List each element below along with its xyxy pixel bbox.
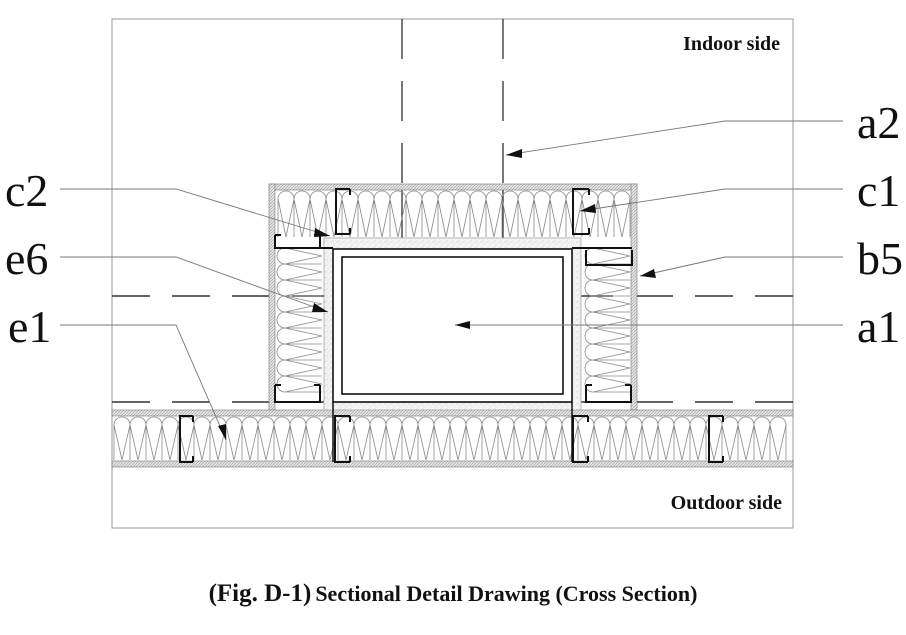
c-stud-side-left-top xyxy=(274,234,321,249)
insulation-horizontal xyxy=(277,190,631,238)
leader-lines xyxy=(60,120,843,441)
callout-e6: e6 xyxy=(5,233,48,284)
drawing-frame xyxy=(111,18,794,529)
c-stud-top-left xyxy=(335,188,351,235)
c-stud-wall-1 xyxy=(179,415,194,463)
c-studs xyxy=(179,188,724,463)
callout-c1: c1 xyxy=(857,165,900,216)
figure-number: (Fig. D-1) xyxy=(208,580,312,607)
insulation-horizontal xyxy=(113,416,787,461)
insulation-vertical xyxy=(584,247,631,393)
indoor-side-label: Indoor side xyxy=(683,33,780,55)
c-stud-side-left-bottom xyxy=(274,384,321,403)
c-stud-wall-3 xyxy=(572,415,589,463)
c-stud-side-right-top xyxy=(585,250,633,266)
insulation-batts xyxy=(113,190,787,461)
c-stud-wall-4 xyxy=(708,415,724,463)
callout-b5: b5 xyxy=(857,233,903,284)
c-stud-top-right xyxy=(572,188,590,235)
callout-e1: e1 xyxy=(8,301,51,352)
steel-column xyxy=(332,248,573,403)
vertical-centerlines xyxy=(401,19,504,186)
wall-boards xyxy=(111,409,794,468)
figure-caption: (Fig. D-1) Sectional Detail Drawing (Cro… xyxy=(0,580,906,608)
leader-arrowheads xyxy=(218,149,656,440)
figure-title: Sectional Detail Drawing (Cross Section) xyxy=(315,581,698,606)
callout-c2: c2 xyxy=(5,165,48,216)
outdoor-side-label: Outdoor side xyxy=(671,492,782,514)
c-stud-wall-2 xyxy=(334,415,351,463)
callout-a2: a2 xyxy=(857,97,900,148)
callout-a1: a1 xyxy=(857,301,900,352)
c-stud-side-right-bottom xyxy=(585,384,632,403)
insulation-vertical xyxy=(276,247,323,393)
